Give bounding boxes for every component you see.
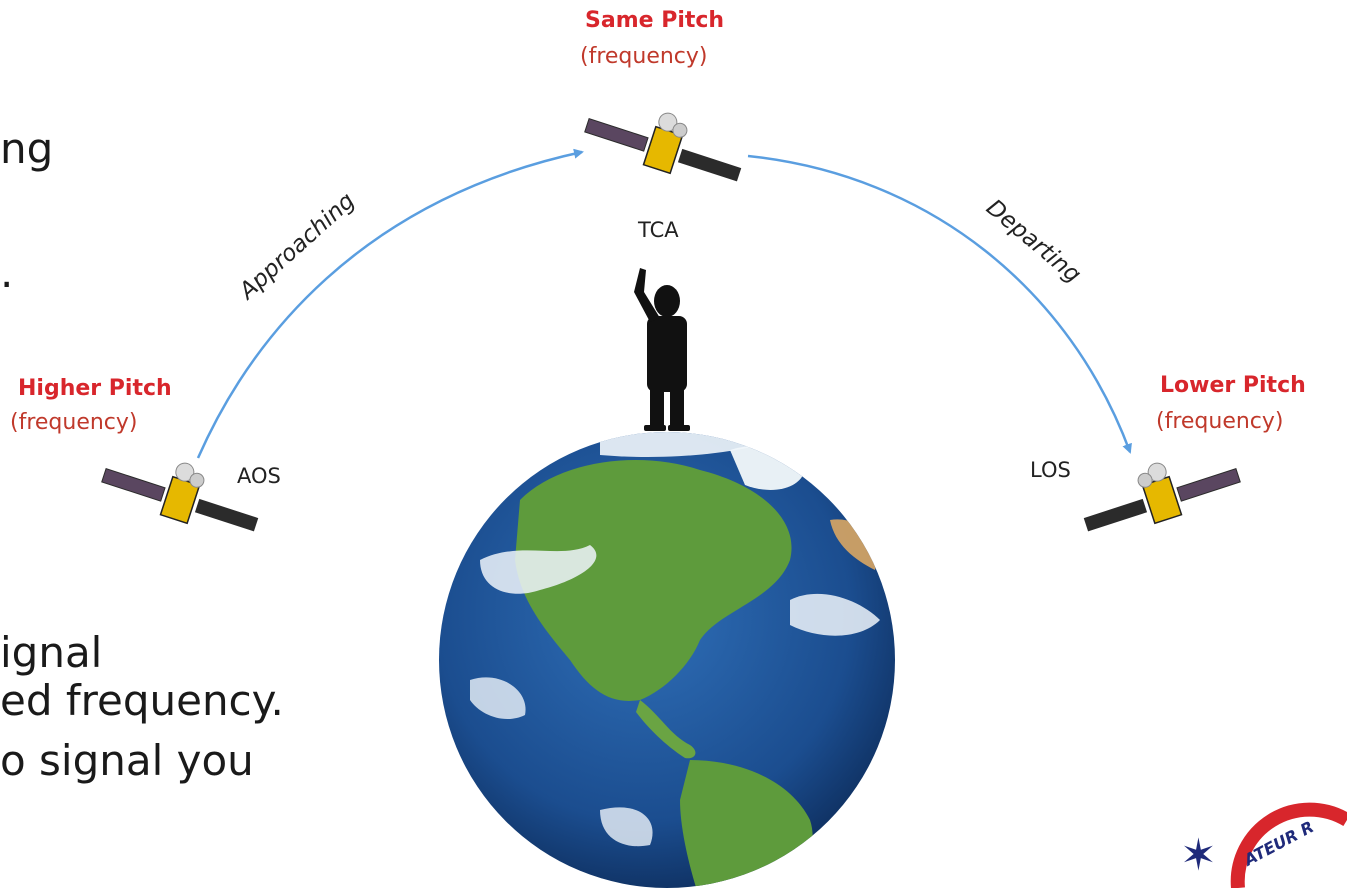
bg-text-line-5: o signal you [0,736,254,785]
bg-text-line-2: . [0,248,14,297]
left-pitch-subtitle: (frequency) [10,410,138,435]
satellite-top-icon [584,112,742,182]
tca-label: TCA [638,218,679,242]
satellite-right-icon [1083,462,1241,532]
aos-label: AOS [237,464,281,488]
approaching-arc [196,148,584,459]
departing-label: Departing [981,195,1086,289]
svg-text:✶: ✶ [1180,830,1217,881]
departing-arc [747,154,1132,454]
club-logo: ✶ ATEUR R [1180,802,1347,888]
satellite-left-icon [101,462,259,532]
right-pitch-title: Lower Pitch [1160,373,1306,398]
person-silhouette [634,268,690,431]
left-pitch-title: Higher Pitch [18,376,172,401]
earth-globe [439,432,895,888]
bg-text-line-1: ng [0,124,54,173]
right-pitch-subtitle: (frequency) [1156,409,1284,434]
bg-text-line-3: ignal [0,628,103,677]
top-pitch-subtitle: (frequency) [580,44,708,69]
approaching-label: Approaching [233,188,360,306]
top-pitch-title: Same Pitch [585,8,725,33]
los-label: LOS [1030,458,1071,482]
bg-text-line-4: ed frequency. [0,676,284,725]
